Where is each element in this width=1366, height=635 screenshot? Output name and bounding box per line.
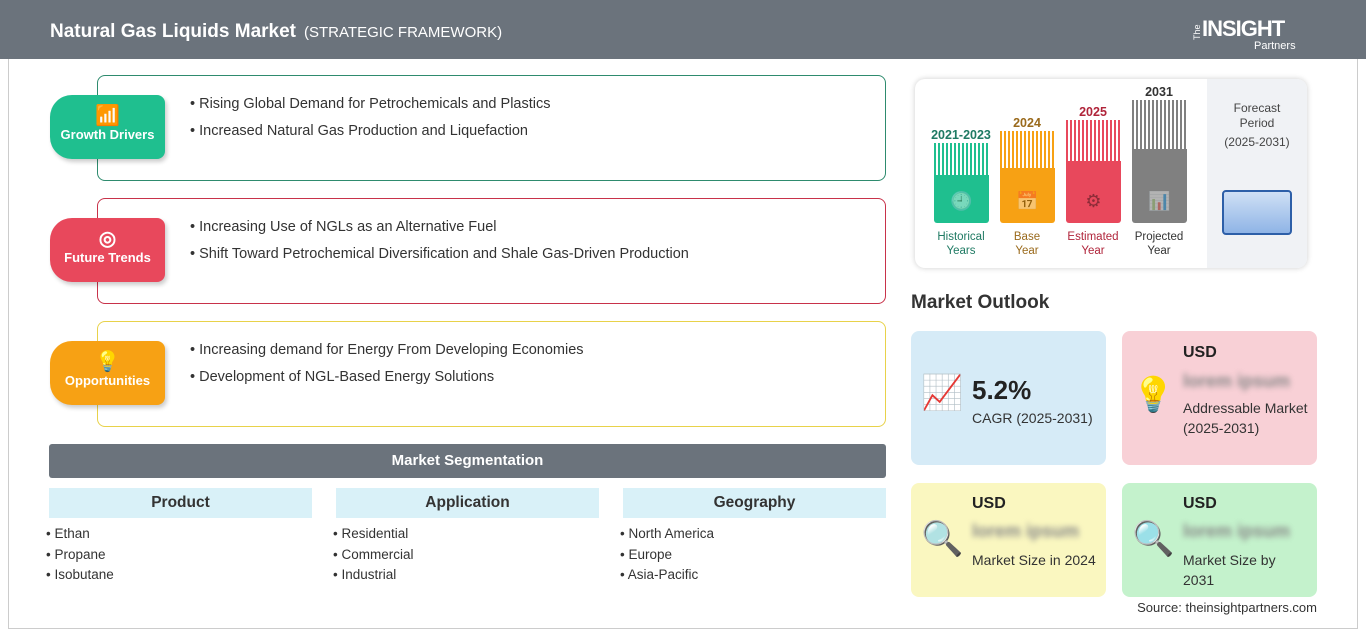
- section-card: Rising Global Demand for Petrochemicals …: [97, 75, 886, 181]
- size-2031-label: Market Size by 2031: [1183, 552, 1276, 588]
- blurred-value: lorem ipsum: [972, 521, 1080, 541]
- segment-header: Geography: [623, 488, 886, 518]
- segment-item: Europe: [620, 547, 714, 568]
- lightbulb-hand-icon: 💡: [95, 351, 120, 373]
- label-line1: Base: [1013, 231, 1041, 243]
- timeline-year: 2031: [1145, 85, 1173, 99]
- list-item: Shift Toward Petrochemical Diversificati…: [190, 246, 689, 262]
- logo-the: The: [1192, 24, 1202, 40]
- label-line2: Year: [1081, 245, 1105, 257]
- logo-partners: Partners: [1254, 40, 1296, 52]
- timeline-bar: [934, 143, 989, 223]
- segment-list: EthanPropaneIsobutane: [46, 526, 114, 588]
- segment-item: Industrial: [333, 567, 414, 588]
- section-badge: ◎Future Trends: [50, 218, 165, 282]
- magnifier-chart-icon: 🔍: [1132, 520, 1175, 558]
- timeline-bar: [1132, 100, 1187, 223]
- segment-header: Product: [49, 488, 312, 518]
- label-line1: Projected: [1134, 231, 1184, 243]
- blurred-value: lorem ipsum: [1183, 521, 1291, 541]
- blurred-value: lorem ipsum: [1183, 371, 1291, 391]
- timeline-year: 2025: [1079, 105, 1107, 119]
- list-item: Increasing Use of NGLs as an Alternative…: [190, 219, 689, 235]
- badge-label: Growth Drivers: [60, 127, 155, 142]
- list-item: Development of NGL-Based Energy Solution…: [190, 369, 584, 385]
- cagr-value: 5.2%: [972, 375, 1032, 405]
- addressable-market-card: 💡 USD lorem ipsum Addressable Market (20…: [1122, 331, 1317, 465]
- header: Natural Gas Liquids Market (STRATEGIC FRA…: [0, 0, 1366, 59]
- section-list: Increasing demand for Energy From Develo…: [190, 342, 584, 396]
- label-line2: Year: [1147, 245, 1171, 257]
- segment-list: North AmericaEuropeAsia-Pacific: [620, 526, 714, 588]
- section-card: Increasing demand for Energy From Develo…: [97, 321, 886, 427]
- segment-item: Ethan: [46, 526, 114, 547]
- list-item: Rising Global Demand for Petrochemicals …: [190, 96, 550, 112]
- market-size-2031-card: 🔍 USD lorem ipsum Market Size by 2031: [1122, 483, 1317, 597]
- forecast-line2: Period: [1239, 116, 1275, 130]
- growth-chart-icon: 📶: [95, 105, 120, 127]
- timeline-year: 2021-2023: [931, 128, 991, 142]
- timeline-bar: [1066, 120, 1121, 223]
- lightbulb-dollar-icon: 💡: [1132, 376, 1175, 414]
- section-list: Increasing Use of NGLs as an Alternative…: [190, 219, 689, 273]
- forecast-period: Forecast Period (2025-2031): [1207, 79, 1307, 268]
- logo-insight: INSIGHT: [1202, 16, 1285, 41]
- growth-chart-icon: 📈: [921, 374, 964, 412]
- label-line1: Estimated: [1067, 231, 1119, 243]
- title-text: Natural Gas Liquids Market: [50, 21, 297, 42]
- cagr-card: 📈 5.2% CAGR (2025-2031): [911, 331, 1106, 465]
- timeline-year: 2024: [1013, 116, 1041, 130]
- list-item: Increasing demand for Energy From Develo…: [190, 342, 583, 358]
- market-outlook-title: Market Outlook: [911, 292, 1050, 313]
- magnifier-chart-icon: 🔍: [921, 520, 964, 558]
- segment-item: Residential: [333, 526, 414, 547]
- badge-label: Opportunities: [64, 373, 151, 388]
- section-card: Increasing Use of NGLs as an Alternative…: [97, 198, 886, 304]
- list-item: Increased Natural Gas Production and Liq…: [190, 123, 551, 139]
- label-line2: Years: [946, 245, 976, 257]
- label-line1: Historical: [937, 231, 985, 243]
- target-icon: ◎: [98, 228, 117, 250]
- segment-item: Isobutane: [46, 567, 113, 588]
- segment-header: Application: [336, 488, 599, 518]
- currency: USD: [972, 495, 1006, 512]
- segment-item: Asia-Pacific: [620, 567, 714, 588]
- segment-item: Commercial: [333, 547, 413, 568]
- addressable-label: Addressable Market (2025-2031): [1183, 400, 1308, 436]
- segment-item: Propane: [46, 547, 114, 568]
- currency: USD: [1183, 495, 1217, 512]
- section-badge: 💡Opportunities: [50, 341, 165, 405]
- section-list: Rising Global Demand for Petrochemicals …: [190, 96, 551, 150]
- segment-list: ResidentialCommercialIndustrial: [333, 526, 414, 588]
- segmentation-title: Market Segmentation: [49, 444, 886, 478]
- section-badge: 📶Growth Drivers: [50, 95, 165, 159]
- forecast-line3: (2025-2031): [1224, 135, 1290, 149]
- page-title: Natural Gas Liquids Market (STRATEGIC FRA…: [50, 21, 502, 43]
- timeline-bar-icon: 📊: [1148, 191, 1171, 211]
- currency: USD: [1183, 344, 1217, 361]
- page-frame: [8, 59, 1358, 629]
- timeline-bar-icon: ⚙: [1085, 191, 1102, 211]
- page-subtitle: (STRATEGIC FRAMEWORK): [304, 24, 503, 41]
- insight-partners-logo: The INSIGHT Partners: [1192, 10, 1312, 54]
- badge-label: Future Trends: [64, 250, 151, 265]
- source-text: Source: theinsightpartners.com: [1137, 600, 1317, 615]
- size-2024-label: Market Size in 2024: [972, 552, 1096, 568]
- timeline-bar-icon: 🕘: [950, 191, 973, 211]
- segment-item: North America: [620, 526, 714, 547]
- timeline-bar-icon: 📅: [1016, 191, 1039, 211]
- analytics-illustration-icon: [1222, 190, 1292, 235]
- cagr-label: CAGR (2025-2031): [972, 410, 1093, 426]
- timeline-bar: [1000, 131, 1055, 223]
- forecast-line1: Forecast: [1233, 101, 1281, 115]
- label-line2: Year: [1015, 245, 1039, 257]
- market-size-2024-card: 🔍 USD lorem ipsum Market Size in 2024: [911, 483, 1106, 597]
